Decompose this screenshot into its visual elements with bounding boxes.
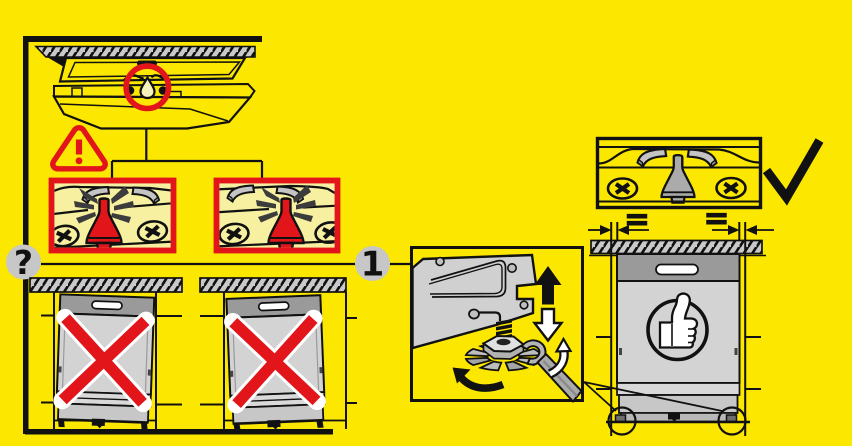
foot-adjust-detail-box (410, 246, 584, 404)
hob-pan-edge-line (59, 103, 229, 122)
wrench (520, 339, 583, 404)
worktop-correct (590, 239, 763, 255)
hob-band-clip-left (71, 87, 83, 98)
foot-leader-lines (583, 381, 723, 412)
equal-symbol-left: = (624, 202, 650, 238)
wrong-detail-box-left (48, 177, 177, 254)
worktop-cross-section (34, 45, 256, 58)
worktop-left (29, 277, 183, 293)
wrong-detail-box-right (213, 177, 341, 254)
frame-left-bar (23, 36, 29, 434)
rotate-arrow-left-icon (452, 367, 505, 392)
question-badge: ? (6, 243, 41, 282)
connector-lines (110, 128, 264, 178)
thumbs-up-icon (658, 292, 699, 349)
wrong-installation-scene (29, 277, 357, 431)
correct-installation-scene: = = (583, 200, 774, 436)
foot-highlight-left (607, 406, 637, 436)
page-frame (23, 36, 333, 435)
dishwasher-crooked-right (226, 295, 325, 431)
equal-gap-dimension: = = (588, 200, 774, 238)
arrow-up-icon (534, 266, 562, 305)
dishwasher-crooked-left (56, 294, 155, 430)
warning-triangle-icon (50, 124, 108, 172)
equal-symbol-right: = (704, 201, 730, 237)
correct-detail-box (595, 136, 763, 210)
foot-highlight-right (717, 406, 747, 436)
step-1-badge: 1 (355, 245, 390, 285)
hob-pan (52, 95, 253, 130)
hob-under-worktop-figure (34, 45, 264, 178)
rotate-arrow-up-icon (547, 336, 573, 379)
frame-bottom-bar (25, 429, 333, 435)
step-number: 1 (361, 245, 385, 285)
highlight-circle (123, 63, 172, 112)
handle (655, 263, 699, 276)
arrow-down-icon (532, 307, 564, 343)
cabinet-walls (596, 222, 761, 436)
worktop-right (199, 277, 347, 293)
hob-top-frame-inner (67, 61, 242, 78)
leveling-nut (481, 334, 526, 360)
dishwasher-correct (614, 253, 741, 423)
checkmark-icon (762, 138, 824, 206)
water-drop-icon (139, 75, 156, 100)
question-mark: ? (14, 243, 33, 282)
shadow-wedge-left (47, 57, 68, 67)
frame-top-bar (23, 36, 262, 42)
